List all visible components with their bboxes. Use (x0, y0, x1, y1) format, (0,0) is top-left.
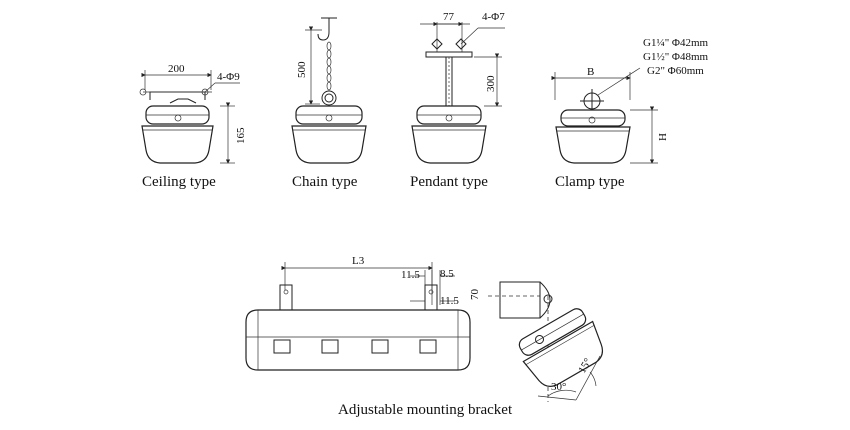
clamp-size-2: G1½" Φ48mm (643, 51, 709, 63)
pendant-height-dim: 300 (485, 75, 497, 92)
chain-type-drawing (291, 17, 367, 164)
bracket-angle-1: 30° (551, 381, 566, 393)
bracket-front-drawing (245, 262, 471, 371)
ceiling-type-drawing (139, 70, 240, 164)
clamp-caption: Clamp type (555, 174, 625, 190)
clamp-b-dim: B (587, 66, 594, 78)
ceiling-hole-dim: 4-Φ9 (217, 71, 240, 83)
pendant-width-dim: 77 (443, 11, 455, 23)
pendant-caption: Pendant type (410, 174, 488, 190)
clamp-size-1: G1¼" Φ42mm (643, 37, 709, 49)
clamp-size-3: G2" Φ60mm (647, 65, 704, 77)
clamp-type-drawing (551, 67, 658, 164)
bracket-side-drawing (488, 281, 604, 402)
bracket-d3-dim: 11.5 (440, 295, 459, 307)
pendant-type-drawing (411, 21, 505, 164)
bracket-d1-dim: 11.5 (401, 269, 420, 281)
bracket-d2-dim: 8.5 (440, 268, 454, 280)
chain-length-dim: 500 (296, 61, 308, 78)
bracket-caption: Adjustable mounting bracket (338, 402, 513, 418)
ceiling-height-dim: 165 (235, 127, 247, 144)
pendant-hole-dim: 4-Φ7 (482, 11, 505, 23)
ceiling-caption: Ceiling type (142, 174, 216, 190)
clamp-size-list: G1¼" Φ42mm G1½" Φ48mm G2" Φ60mm (643, 37, 709, 77)
bracket-l3-dim: L3 (352, 255, 365, 267)
chain-caption: Chain type (292, 174, 358, 190)
clamp-h-dim: H (657, 133, 669, 141)
ceiling-width-dim: 200 (168, 63, 185, 75)
bracket-d4-dim: 70 (469, 289, 481, 301)
